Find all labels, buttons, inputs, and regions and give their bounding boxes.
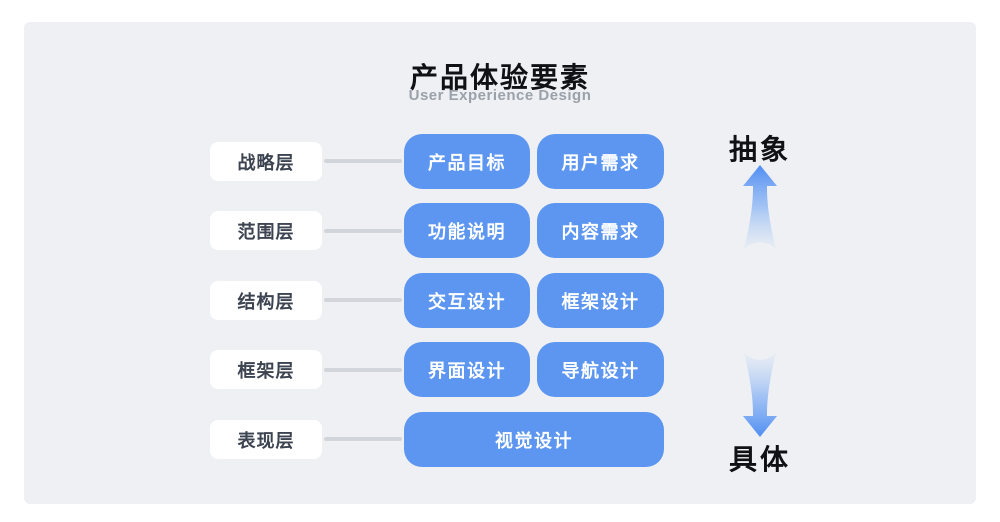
axis-label-concrete: 具体 bbox=[728, 444, 791, 475]
box-interaction-design: 交互设计 bbox=[404, 273, 530, 328]
connector-line bbox=[324, 229, 402, 233]
box-framework-design: 框架设计 bbox=[537, 273, 664, 328]
box-feature-spec: 功能说明 bbox=[404, 203, 530, 258]
box-content-needs: 内容需求 bbox=[537, 203, 664, 258]
box-user-needs: 用户需求 bbox=[537, 134, 664, 189]
page-title: 产品体验要素 bbox=[409, 62, 590, 93]
connector-line bbox=[324, 368, 402, 372]
layer-label-skeleton: 框架层 bbox=[210, 350, 322, 389]
page-subtitle: User Experience Design bbox=[408, 87, 592, 104]
connector-line bbox=[324, 159, 402, 163]
arrow-down-icon bbox=[743, 353, 777, 437]
arrow-up-icon bbox=[743, 165, 777, 249]
box-visual-design: 视觉设计 bbox=[404, 412, 664, 467]
axis-label-abstract: 抽象 bbox=[728, 134, 791, 165]
box-ui-design: 界面设计 bbox=[404, 342, 530, 397]
layer-label-structure: 结构层 bbox=[210, 281, 322, 320]
box-product-goals: 产品目标 bbox=[404, 134, 530, 189]
layer-label-surface: 表现层 bbox=[210, 420, 322, 459]
box-navigation-design: 导航设计 bbox=[537, 342, 664, 397]
layer-label-strategy: 战略层 bbox=[210, 142, 322, 181]
connector-line bbox=[324, 298, 402, 302]
layer-label-scope: 范围层 bbox=[210, 211, 322, 250]
connector-line bbox=[324, 437, 402, 441]
